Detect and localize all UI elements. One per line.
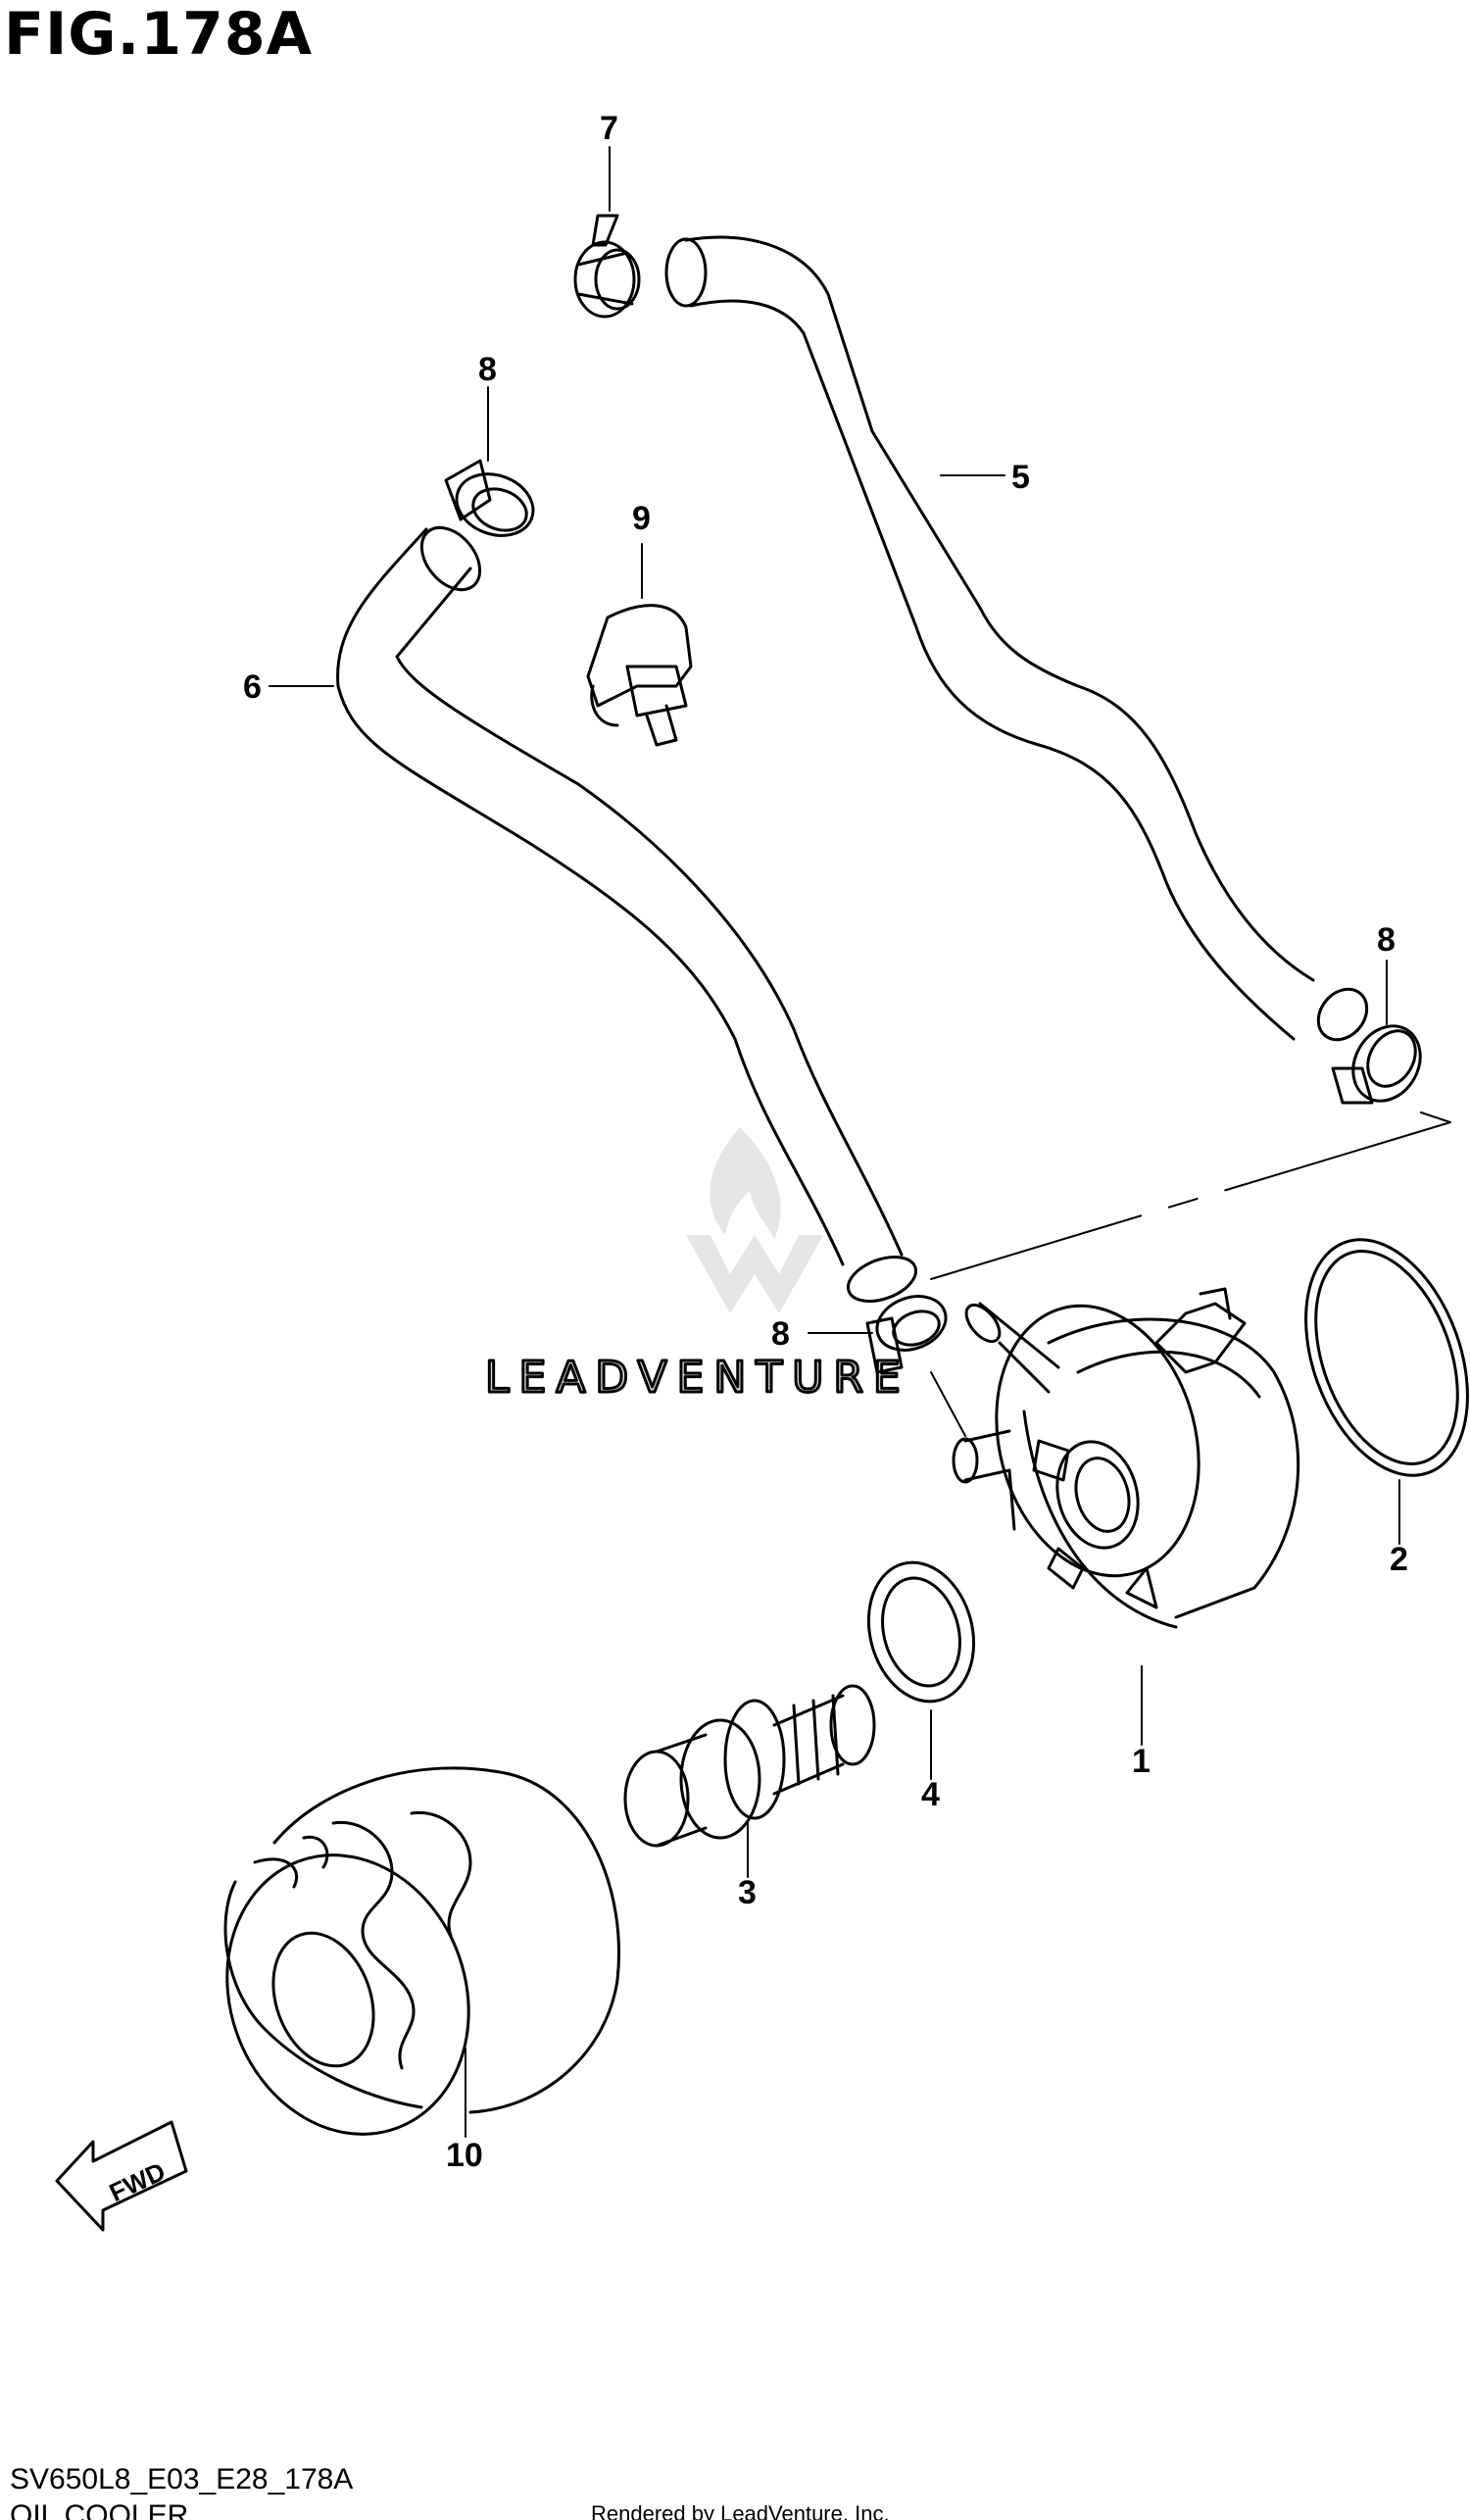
hose-6 [336, 525, 918, 1303]
watermark-text: LEADVENTURE [485, 1353, 910, 1403]
union-bolt-3 [623, 1684, 876, 1848]
clamp-7 [573, 214, 641, 319]
callout-5: 5 [1011, 459, 1030, 496]
render-credit: Rendered by LeadVenture, Inc. [591, 2501, 890, 2520]
oil-filter-10 [223, 1766, 620, 2136]
callout-3: 3 [738, 1874, 757, 1911]
clamp-8-top [444, 459, 535, 537]
clamp-8-bottom [865, 1295, 948, 1374]
fwd-label: FWD [105, 2156, 170, 2207]
leadventure-watermark: LEADVENTURE [484, 1127, 910, 1405]
callout-1: 1 [1132, 1743, 1151, 1780]
oil-cooler-1 [952, 1287, 1300, 1629]
figure-code: SV650L8_E03_E28_178A [10, 2463, 354, 2495]
figure-name: OIL COOLER [10, 2499, 189, 2520]
gasket-4 [866, 1560, 976, 1704]
callout-8-bottom: 8 [771, 1315, 790, 1353]
watermark-flame-icon [686, 1127, 823, 1313]
hose-clamp-9 [586, 604, 693, 747]
leader-lines [269, 146, 1451, 2138]
callout-10: 10 [446, 2137, 483, 2174]
callout-8-top: 8 [478, 351, 497, 388]
o-ring-2 [1304, 1238, 1469, 1477]
callout-6: 6 [243, 668, 262, 706]
callout-labels: 7 8 9 5 6 8 8 2 1 4 3 10 [243, 110, 1408, 2174]
callout-2: 2 [1390, 1541, 1408, 1578]
callout-4: 4 [921, 1776, 940, 1813]
page-title: FIG.178A [4, 0, 314, 69]
clamp-8-right [1331, 1024, 1422, 1105]
callout-8-right: 8 [1377, 921, 1396, 959]
callout-7: 7 [600, 110, 618, 147]
hose-5 [664, 235, 1369, 1042]
fwd-arrow-icon: FWD [55, 2120, 188, 2232]
callout-9: 9 [632, 500, 651, 537]
